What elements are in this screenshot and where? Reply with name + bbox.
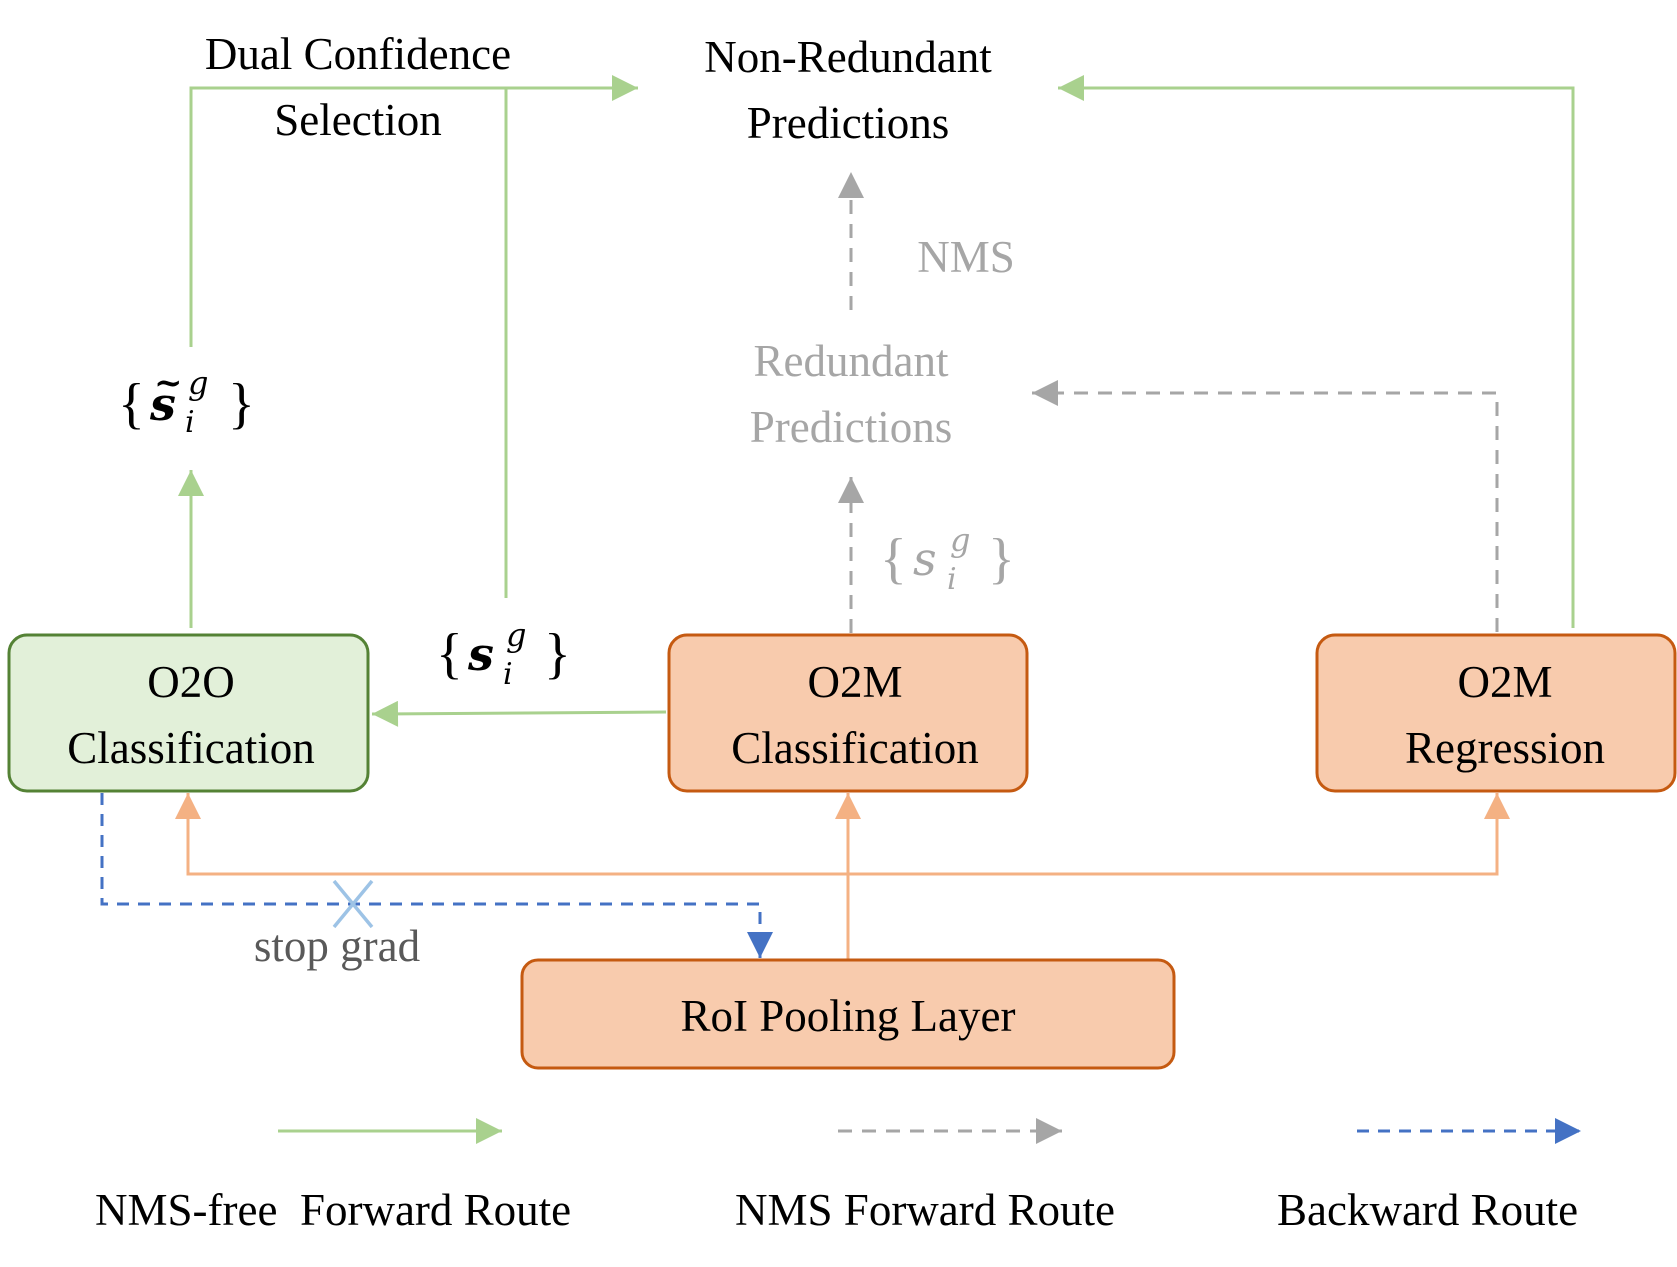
o2m-cls-line1: O2M — [807, 657, 902, 707]
regression-to-redundant-route — [1032, 380, 1499, 632]
o2m-reg-line1: O2M — [1457, 657, 1552, 707]
redundant-line1: Redundant — [754, 336, 949, 386]
roi-to-regression-route — [848, 793, 1510, 876]
roi-label: RoI Pooling Layer — [681, 991, 1016, 1041]
svg-text:}: } — [544, 623, 571, 685]
legend-nms-forward: NMS Forward Route — [735, 1185, 1115, 1235]
svg-text:s: s — [467, 627, 494, 681]
svg-text:g: g — [950, 521, 970, 559]
s-tilde-formula: { s ~ g i } — [118, 363, 255, 440]
o2m-to-o2o-arrow — [371, 700, 667, 727]
svg-text:s: s — [149, 377, 176, 431]
svg-text:}: } — [228, 373, 255, 435]
o2o-classification-box: O2O Classification — [7, 633, 370, 793]
nms-label: NMS — [917, 232, 1015, 282]
dual-selection-route — [189, 75, 638, 347]
non-redundant-line1: Non-Redundant — [704, 32, 992, 82]
non-redundant-line2: Predictions — [747, 98, 949, 148]
s-bold-formula: { s g i } — [436, 616, 571, 692]
roi-to-o2o-route — [175, 793, 848, 876]
o2m-reg-line2: Regression — [1405, 723, 1605, 773]
svg-text:i: i — [185, 405, 195, 440]
redundant-line2: Predictions — [750, 402, 952, 452]
svg-text:~: ~ — [154, 363, 183, 403]
o2m-cls-line2: Classification — [731, 723, 978, 773]
svg-text:{: { — [880, 528, 907, 590]
svg-text:g: g — [506, 616, 526, 654]
dual-confidence-line2: Selection — [274, 95, 441, 145]
legend-backward: Backward Route — [1277, 1185, 1578, 1235]
roi-pooling-box: RoI Pooling Layer — [520, 958, 1176, 1070]
svg-text:}: } — [988, 528, 1015, 590]
svg-text:{: { — [436, 623, 463, 685]
s-gray-formula: { s g i } — [880, 521, 1015, 597]
svg-text:{: { — [118, 373, 145, 435]
stop-grad-cross-icon — [332, 879, 374, 929]
svg-text:g: g — [188, 364, 208, 402]
svg-text:i: i — [503, 657, 513, 692]
stop-grad-label: stop grad — [254, 921, 420, 971]
o2o-line1: O2O — [147, 657, 235, 707]
dual-confidence-line1: Dual Confidence — [205, 29, 511, 79]
regression-to-nonredundant-route — [1058, 75, 1575, 628]
legend: NMS-free Forward Route NMS Forward Route… — [95, 1118, 1581, 1235]
o2m-regression-box: O2M Regression — [1315, 633, 1677, 793]
svg-text:s: s — [913, 532, 937, 586]
o2o-line2: Classification — [67, 723, 314, 773]
o2m-classification-box: O2M Classification — [667, 633, 1029, 793]
legend-nms-free: NMS-free Forward Route — [95, 1185, 571, 1235]
svg-text:i: i — [947, 562, 957, 597]
